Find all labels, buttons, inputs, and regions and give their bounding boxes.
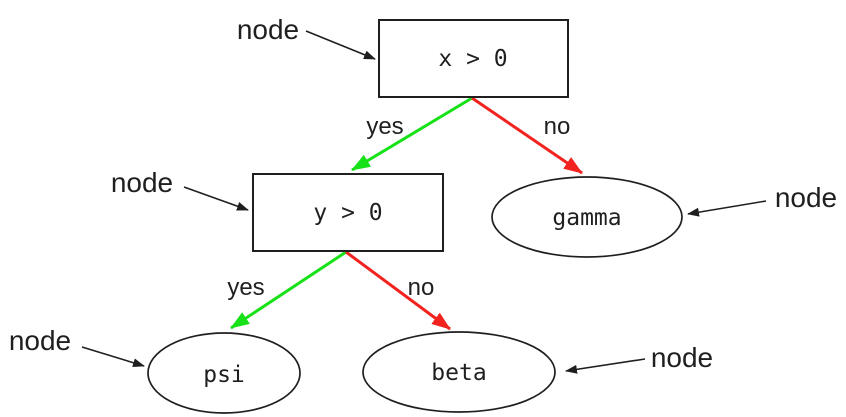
- node-psi-ellipse: [147, 332, 301, 414]
- edge-root-yes-label: yes: [366, 113, 403, 140]
- node-root-box: [378, 19, 569, 98]
- node-gamma-label: gamma: [552, 205, 621, 231]
- node-child-label: y > 0: [313, 200, 382, 226]
- edge-child-no-label: no: [408, 274, 435, 301]
- annotation-arrow-root: [305, 30, 376, 60]
- annotation-arrow-child: [183, 186, 249, 211]
- edge-root-yes: [351, 96, 473, 172]
- annotation-label-beta: node: [651, 342, 713, 373]
- node-psi-label: psi: [203, 362, 245, 388]
- edge-child-yes-label: yes: [227, 274, 264, 301]
- node-beta-ellipse: [362, 331, 556, 413]
- annotation-arrow-beta: [565, 358, 646, 374]
- edge-root-no-label: no: [544, 113, 571, 140]
- annotation-label-gamma: node: [775, 182, 837, 213]
- annotation-label-psi: node: [9, 325, 71, 356]
- annotations: node node node node node: [9, 14, 837, 374]
- node-gamma-ellipse: [491, 176, 683, 258]
- tree-edges: yes no yes no: [227, 96, 583, 331]
- annotation-label-root: node: [237, 14, 299, 45]
- node-root-label: x > 0: [438, 46, 507, 72]
- edge-child-no: [345, 250, 451, 331]
- node-child-box: [252, 173, 444, 252]
- annotation-label-child: node: [111, 167, 173, 198]
- edge-root-no: [471, 96, 583, 175]
- annotation-arrow-psi: [81, 346, 145, 368]
- node-beta-label: beta: [431, 360, 486, 386]
- tree-nodes: x > 0 y > 0 gamma psi beta: [147, 19, 683, 414]
- annotation-arrow-gamma: [687, 200, 767, 217]
- edge-child-yes: [230, 250, 347, 330]
